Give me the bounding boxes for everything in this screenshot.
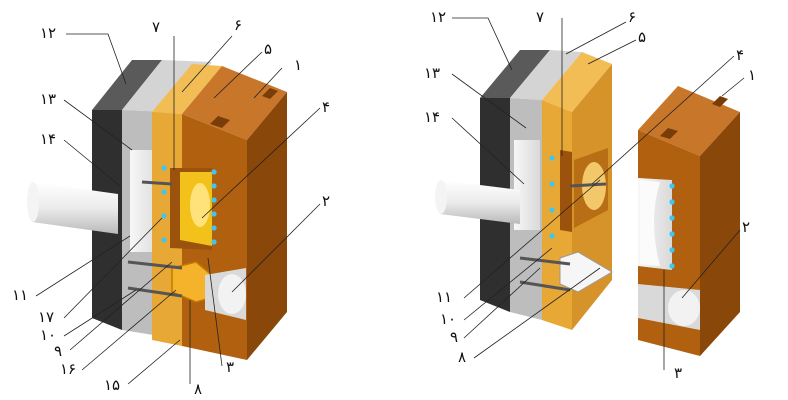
label-15-left: ۱۵ — [104, 376, 120, 394]
r-hydraulic-cylinder — [440, 180, 520, 224]
r-nozzle-bore — [668, 290, 700, 326]
cylinder-end — [27, 182, 39, 222]
hydraulic-cylinder — [32, 182, 118, 234]
label-13-right: ۱۳ — [424, 64, 440, 82]
ejector-pin-1 — [127, 260, 183, 270]
cooling-channels-left — [161, 165, 217, 245]
label-14-left: ۱۴ — [40, 130, 56, 148]
label-12-right: ۱۲ — [430, 8, 446, 26]
label-6-left: ۶ — [234, 16, 242, 34]
r-top-notch-2 — [712, 96, 728, 107]
r-gray-plate-top — [510, 50, 582, 100]
label-5-right: ۵ — [638, 28, 646, 46]
label-9-right: ۹ — [450, 328, 458, 346]
r-top-notch — [660, 128, 678, 139]
label-7-right: ۷ — [536, 8, 544, 26]
label-13-left: ۱۳ — [40, 90, 56, 108]
r-core-insert — [560, 150, 572, 232]
label-1-left: ۱ — [294, 56, 302, 74]
label-2-left: ۲ — [322, 192, 330, 210]
right-callout-labels: ۱۲ ۷ ۶ ۵ ۴ ۱ ۱۳ ۱۴ ۲ ۱۱ ۱۰ ۹ ۸ ۳ — [424, 8, 756, 382]
label-8-left: ۸ — [194, 380, 202, 398]
brown-plate-side — [247, 92, 287, 360]
brown-plate-top — [182, 66, 287, 140]
label-3-right: ۳ — [674, 364, 682, 382]
ejector-pin-2 — [127, 286, 183, 298]
r-ejector-pin-2 — [519, 280, 571, 292]
r-ejector-pin-3 — [569, 182, 607, 188]
r-runner — [559, 251, 613, 293]
top-notch — [210, 116, 230, 128]
label-6-right: ۶ — [628, 8, 636, 26]
label-10-left: ۱۰ — [40, 326, 56, 344]
label-7-left: ۷ — [152, 18, 160, 36]
label-4-left: ۴ — [322, 98, 330, 116]
left-callout-labels: ۱۲ ۷ ۶ ۵ ۱ ۱۳ ۱۴ ۴ ۲ ۱۱ ۱۷ ۱۰ ۹ ۱۶ ۱۵ ۸ … — [12, 16, 330, 398]
label-8-right: ۸ — [458, 348, 466, 366]
leader-lines — [35, 17, 745, 385]
open-mold-assembly — [435, 50, 740, 356]
label-12-left: ۱۲ — [40, 24, 56, 42]
label-16-left: ۱۶ — [60, 360, 76, 378]
nozzle-bore — [218, 274, 246, 314]
orange-plate-top — [152, 64, 222, 114]
r-brown-plate-side — [700, 112, 740, 356]
r-cavity-shadow — [640, 180, 660, 266]
r-cylinder-end — [435, 180, 447, 214]
r-ejector-pin-1 — [519, 256, 571, 266]
label-14-right: ۱۴ — [424, 108, 440, 126]
cooling-channels-right-core — [549, 155, 555, 239]
r-orange-plate-top — [542, 52, 612, 112]
label-9-left: ۹ — [54, 342, 62, 360]
part-highlight — [190, 183, 210, 227]
label-17-left: ۱۷ — [38, 308, 54, 326]
clamp-plate-top — [92, 60, 162, 110]
r-clamp-plate-top — [480, 50, 550, 98]
label-11-right: ۱۱ — [436, 288, 452, 306]
cooling-channels-right-cavity — [669, 183, 675, 269]
label-1-right: ۱ — [748, 66, 756, 84]
label-2-right: ۲ — [742, 218, 750, 236]
closed-mold-assembly — [27, 60, 287, 360]
top-notch-2 — [262, 88, 278, 99]
label-5-left: ۵ — [264, 40, 272, 58]
label-11-left: ۱۱ — [12, 286, 28, 304]
ejector-pin-3 — [141, 180, 173, 186]
label-4-right: ۴ — [736, 46, 744, 64]
label-10-right: ۱۰ — [440, 310, 456, 328]
label-3-left: ۳ — [226, 358, 234, 376]
